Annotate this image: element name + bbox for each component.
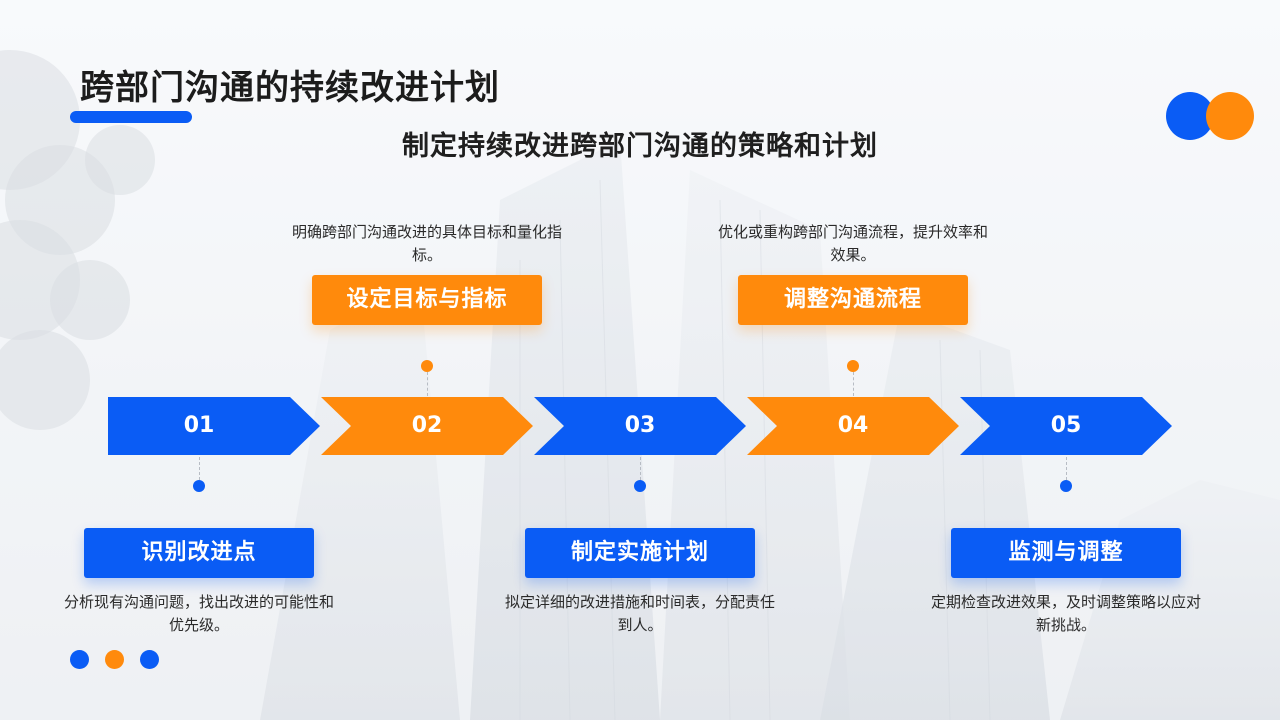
step-label-04: 调整沟通流程 bbox=[738, 275, 968, 325]
step-number: 02 bbox=[411, 413, 443, 438]
step-label-01: 识别改进点 bbox=[84, 528, 314, 578]
step-description-05: 定期检查改进效果，及时调整策略以应对新挑战。 bbox=[931, 593, 1202, 634]
step-dot-05 bbox=[1060, 480, 1072, 492]
step-arrow-04: 04 bbox=[747, 397, 959, 455]
bottom-dot-decoration bbox=[70, 650, 170, 670]
step-arrow-05: 05 bbox=[960, 397, 1172, 455]
step-dot-03 bbox=[634, 480, 646, 492]
bottom-dot-blue bbox=[140, 650, 159, 669]
bottom-dot-orange bbox=[105, 650, 124, 669]
step-dot-01 bbox=[193, 480, 205, 492]
bottom-dot-blue bbox=[70, 650, 89, 669]
step-number: 04 bbox=[837, 413, 869, 438]
step-number: 01 bbox=[183, 413, 215, 438]
step-label-02: 设定目标与指标 bbox=[312, 275, 542, 325]
step-label-05: 监测与调整 bbox=[951, 528, 1181, 578]
step-connector-03 bbox=[640, 457, 641, 485]
title-underline bbox=[70, 111, 192, 123]
corner-circle-orange bbox=[1206, 92, 1254, 140]
step-description-03: 拟定详细的改进措施和时间表，分配责任到人。 bbox=[505, 593, 776, 634]
step-arrow-01: 01 bbox=[108, 397, 320, 455]
page-title: 跨部门沟通的持续改进计划 bbox=[80, 68, 500, 108]
step-connector-02 bbox=[427, 372, 428, 396]
page-subtitle: 制定持续改进跨部门沟通的策略和计划 bbox=[402, 131, 878, 162]
step-connector-05 bbox=[1066, 457, 1067, 485]
step-description-02: 明确跨部门沟通改进的具体目标和量化指标。 bbox=[292, 223, 563, 264]
step-arrow-02: 02 bbox=[321, 397, 533, 455]
step-description-04: 优化或重构跨部门沟通流程，提升效率和效果。 bbox=[718, 223, 989, 264]
step-dot-04 bbox=[847, 360, 859, 372]
step-connector-01 bbox=[199, 457, 200, 485]
corner-decoration bbox=[1166, 92, 1256, 140]
step-dot-02 bbox=[421, 360, 433, 372]
step-number: 03 bbox=[624, 413, 656, 438]
step-description-01: 分析现有沟通问题，找出改进的可能性和优先级。 bbox=[64, 593, 335, 634]
step-connector-04 bbox=[853, 372, 854, 396]
step-number: 05 bbox=[1050, 413, 1082, 438]
step-arrow-03: 03 bbox=[534, 397, 746, 455]
step-label-03: 制定实施计划 bbox=[525, 528, 755, 578]
